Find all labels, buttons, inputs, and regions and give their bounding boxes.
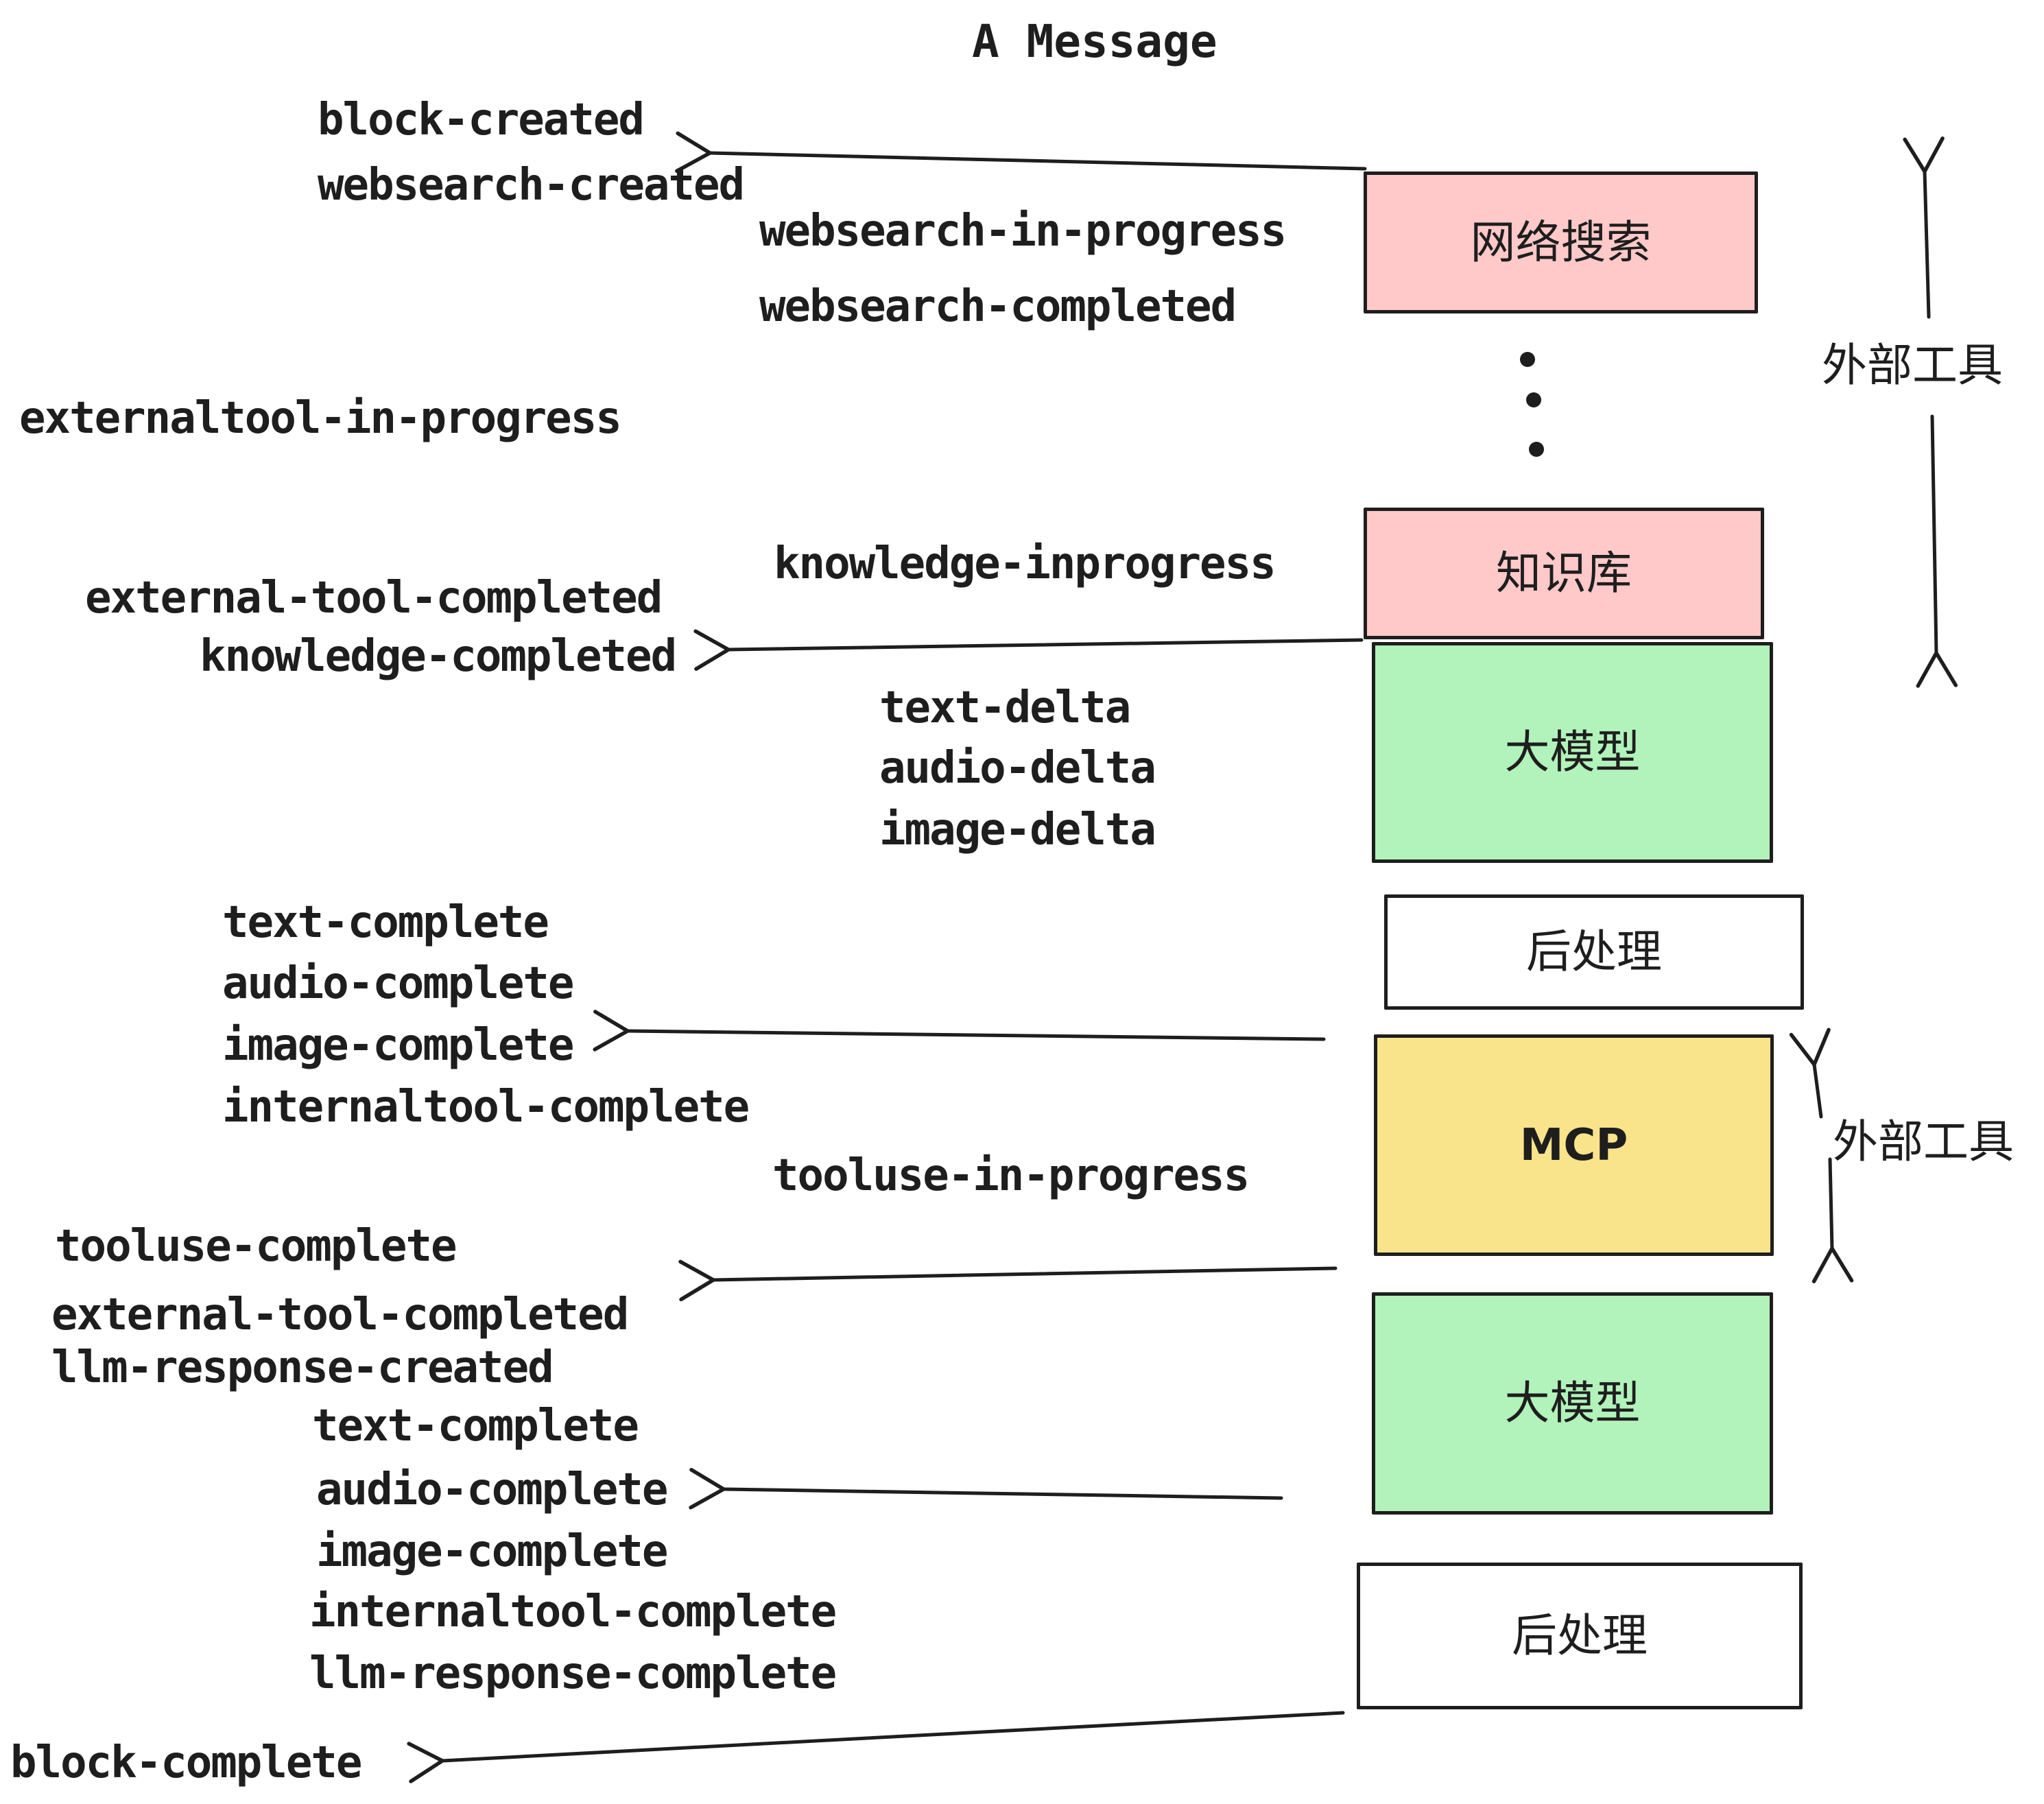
- event-llm-response-created: llm-response-created: [51, 1342, 554, 1393]
- event-tooluse-complete: tooluse-complete: [55, 1221, 457, 1272]
- event-audio-complete-1: audio-complete: [222, 958, 574, 1009]
- external-tools-2-down-arrow-icon: [1811, 1157, 1854, 1283]
- event-tooluse-in-progress: tooluse-in-progress: [772, 1150, 1250, 1201]
- box-postprocess-2-label: 后处理: [1512, 1609, 1648, 1662]
- event-audio-delta-1: audio-delta: [879, 743, 1156, 794]
- event-text-complete-2: text-complete: [312, 1401, 639, 1451]
- event-block-created: block-created: [318, 95, 645, 145]
- event-internaltool-complete-1: internaltool-complete: [222, 1082, 750, 1132]
- event-external-tool-completed-2: external-tool-completed: [51, 1290, 629, 1340]
- event-text-delta-1: text-delta: [879, 683, 1131, 733]
- arrow-to-block-complete-icon: [407, 1711, 1345, 1783]
- diagram-title: A Message: [972, 15, 1217, 68]
- box-mcp-label: MCP: [1519, 1119, 1628, 1171]
- box-llm-1: 大模型: [1372, 642, 1773, 863]
- arrow-to-tooluse-complete-icon: [678, 1259, 1338, 1302]
- side-label-external-tools-2: 外部工具: [1833, 1115, 2014, 1168]
- box-llm-2: 大模型: [1372, 1292, 1773, 1515]
- box-knowledge-label: 知识库: [1496, 547, 1632, 600]
- side-label-external-tools-1: 外部工具: [1822, 339, 2003, 392]
- box-postprocess-2: 后处理: [1357, 1563, 1803, 1709]
- box-mcp: MCP: [1374, 1034, 1774, 1256]
- event-image-complete-2: image-complete: [316, 1526, 668, 1577]
- event-internaltool-complete-2: internaltool-complete: [309, 1587, 837, 1637]
- arrow-to-image-complete-icon: [593, 1010, 1326, 1052]
- event-knowledge-inprogress: knowledge-inprogress: [774, 538, 1276, 589]
- ellipsis-dots-icon: [1520, 352, 1544, 457]
- event-external-tool-completed-1: external-tool-completed: [85, 573, 663, 624]
- external-tools-1-down-arrow-icon: [1916, 414, 1958, 688]
- event-websearch-in-progress: websearch-in-progress: [759, 206, 1287, 257]
- arrow-to-knowledge-completed-icon: [693, 629, 1364, 671]
- box-llm-1-label: 大模型: [1504, 726, 1641, 779]
- external-tools-2-up-arrow-icon: [1789, 1028, 1831, 1119]
- box-websearch-label: 网络搜索: [1470, 215, 1652, 269]
- box-websearch: 网络搜索: [1364, 171, 1758, 313]
- event-knowledge-completed: knowledge-completed: [200, 631, 677, 682]
- event-externaltool-in-progress: externaltool-in-progress: [19, 393, 622, 444]
- event-audio-complete-2: audio-complete: [316, 1464, 668, 1515]
- event-websearch-completed: websearch-completed: [759, 281, 1237, 332]
- event-image-complete-1: image-complete: [222, 1020, 574, 1071]
- event-text-complete-1: text-complete: [222, 897, 549, 948]
- event-llm-response-complete: llm-response-complete: [309, 1648, 837, 1699]
- event-block-complete: block-complete: [10, 1737, 362, 1788]
- event-websearch-created: websearch-created: [318, 160, 745, 211]
- arrow-to-audio-complete-icon: [689, 1467, 1283, 1510]
- external-tools-1-up-arrow-icon: [1903, 136, 1945, 319]
- arrow-to-websearch-created-icon: [675, 131, 1367, 174]
- box-postprocess-1-label: 后处理: [1526, 925, 1662, 978]
- box-postprocess-1: 后处理: [1384, 894, 1804, 1010]
- box-knowledge: 知识库: [1364, 508, 1764, 639]
- box-llm-2-label: 大模型: [1504, 1377, 1641, 1429]
- event-image-delta-1: image-delta: [879, 805, 1156, 855]
